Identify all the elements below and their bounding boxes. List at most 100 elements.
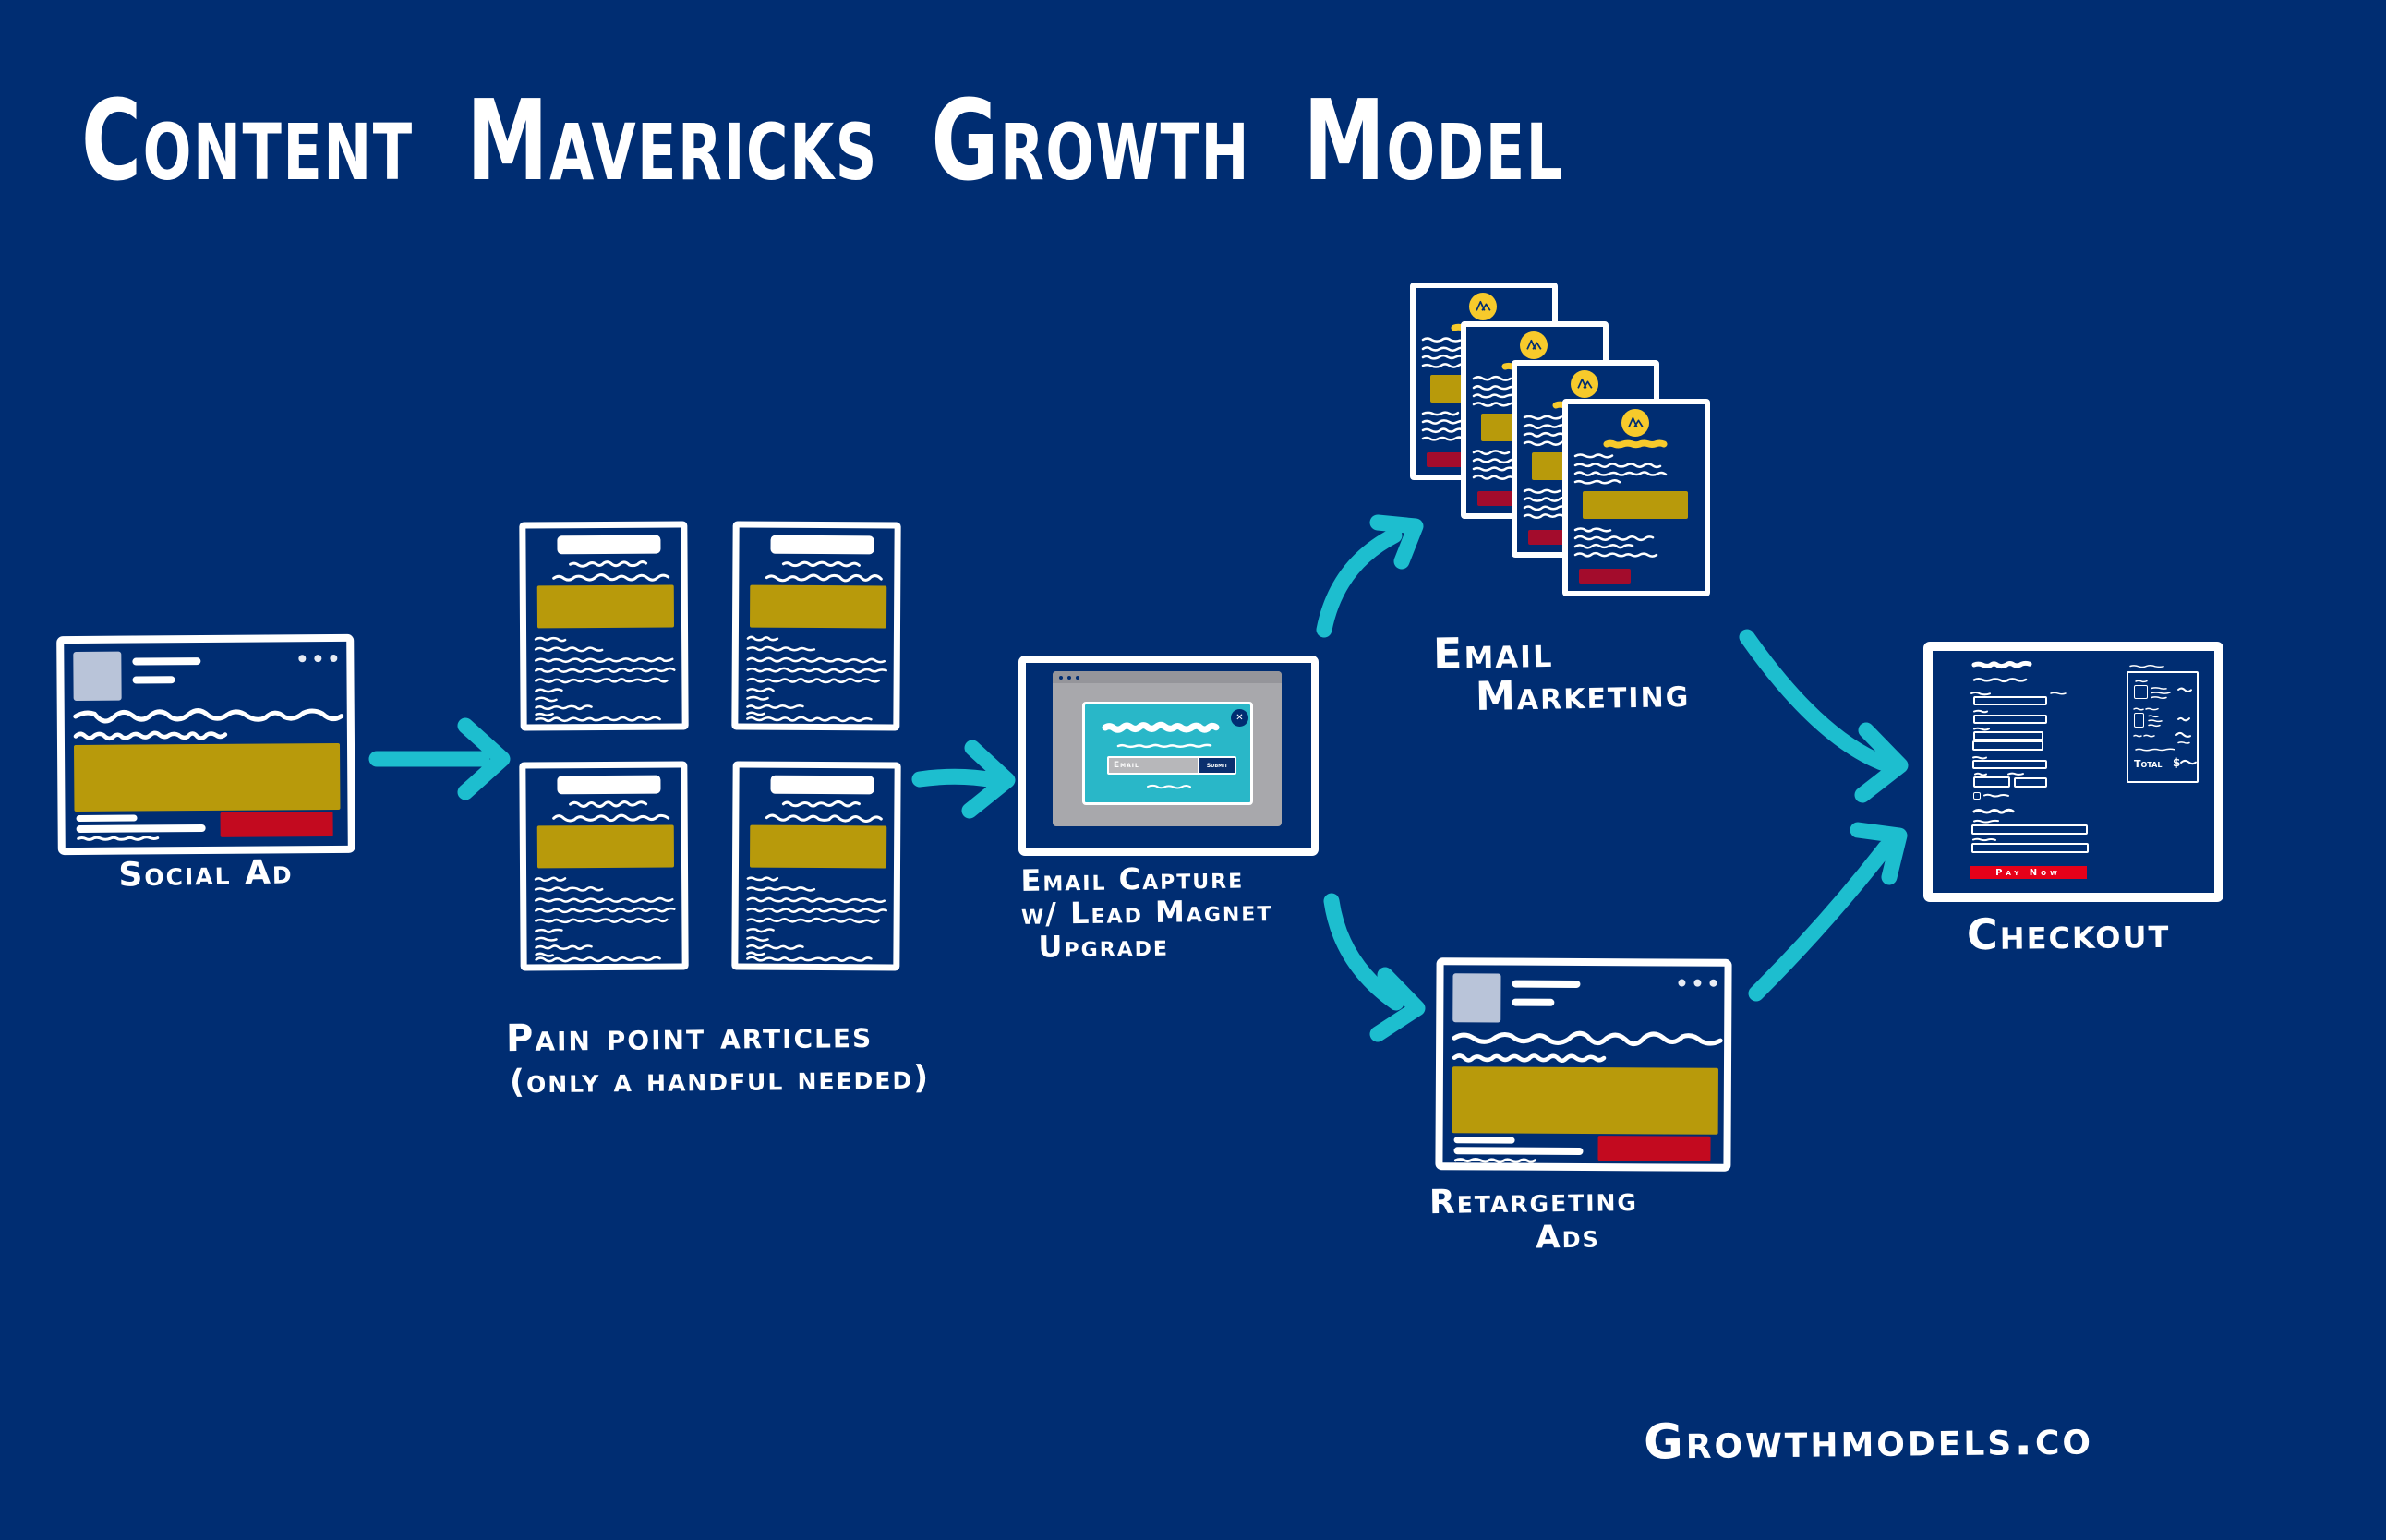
submit-button: Submit [1198, 758, 1235, 773]
text-squiggle [535, 687, 563, 694]
form-field-wide [1971, 824, 2088, 835]
timestamp-line [1512, 998, 1555, 1006]
retargeting-label-2: Ads [1535, 1218, 1601, 1257]
text-squiggle [535, 951, 554, 957]
arrow-email-to-checkout [1739, 629, 1909, 803]
form-field-small [1973, 776, 2010, 788]
article-title-bar [557, 535, 661, 555]
checkout-card: Pay Now Total $ [1923, 642, 2223, 902]
social-ad-body [64, 642, 348, 848]
text-squiggle [746, 695, 769, 703]
text-squiggle [535, 956, 661, 964]
form-field [1973, 731, 2043, 740]
social-ad-label: Social Ad [118, 853, 294, 895]
text-squiggle [1573, 526, 1612, 534]
text-squiggle [1421, 336, 1462, 343]
text-squiggle [535, 677, 669, 685]
text-squiggle [2133, 707, 2144, 711]
pay-now-button: Pay Now [1970, 866, 2087, 879]
email-capture-label: Email Capture w/ Lead Magnet Upgrade [1020, 860, 1273, 965]
text-squiggle [2143, 734, 2155, 738]
text-squiggle [746, 645, 816, 653]
text-squiggle [746, 875, 779, 883]
text-squiggle [746, 716, 873, 724]
window-dot-icon [1059, 675, 1063, 680]
total-amount-squiggle [2180, 759, 2197, 766]
checkbox-label-squiggle [1983, 793, 2009, 798]
text-squiggle [552, 572, 670, 584]
text-squiggle [765, 812, 883, 824]
text-squiggle [746, 885, 816, 893]
close-icon: ✕ [1231, 709, 1248, 727]
summary-title-squiggle [2129, 664, 2164, 668]
email-input: Email [1109, 758, 1198, 773]
field-label-squiggle [1972, 837, 1996, 842]
field-label-squiggle [1973, 727, 1990, 731]
pain-point-article-card [731, 521, 901, 731]
field-label-squiggle [2007, 772, 2024, 776]
text-squiggle [534, 896, 674, 905]
text-squiggle [746, 667, 887, 675]
ad-image-placeholder [1452, 1066, 1718, 1135]
ad-image-placeholder [73, 742, 341, 812]
social-ad-body [1442, 965, 1724, 1164]
window-dot-icon [1076, 675, 1079, 680]
link-subtitle-line [76, 824, 206, 833]
text-squiggle [2151, 692, 2171, 694]
text-squiggle [1573, 470, 1668, 477]
profile-name-line [1512, 980, 1581, 988]
form-field [1973, 715, 2047, 724]
diagram-title: Content Mavericks Growth Model [81, 78, 1564, 207]
form-field [1973, 696, 2047, 705]
text-squiggle [535, 695, 558, 703]
divider-squiggle [2135, 748, 2175, 752]
text-squiggle [1472, 401, 1520, 408]
text-squiggle [1523, 487, 1561, 495]
field-label-squiggle [1973, 819, 1999, 824]
article-image-placeholder [536, 584, 675, 629]
form-field [1972, 760, 2047, 769]
currency-sign: $ [2173, 756, 2181, 769]
text-squiggle [534, 885, 604, 893]
email-form-row: Email Submit [1107, 756, 1236, 775]
text-squiggle [1573, 551, 1658, 559]
arrow-capture-to-email [1316, 514, 1424, 638]
arrow-social-to-articles [368, 717, 511, 800]
pain-point-article-card [519, 521, 689, 731]
text-squiggle [746, 927, 775, 934]
ad-cta-button [1597, 1136, 1711, 1161]
text-squiggle [1523, 414, 1563, 421]
text-squiggle [1453, 1157, 1536, 1163]
text-squiggle [534, 645, 604, 653]
arrow-retarget-to-checkout [1748, 822, 1908, 1002]
article-image-placeholder [536, 824, 675, 869]
articles-sublabel: (only a handful needed) [509, 1059, 931, 1101]
text-squiggle [1573, 462, 1662, 469]
text-squiggle [2148, 724, 2161, 728]
text-squiggle [746, 896, 886, 905]
field-label-squiggle [1973, 709, 1988, 714]
brand-logo-icon [1621, 409, 1649, 437]
text-squiggle [535, 716, 661, 724]
text-squiggle [77, 835, 160, 842]
pain-point-article-card [731, 761, 901, 971]
articles-group [519, 521, 901, 974]
text-squiggle [2135, 680, 2148, 683]
lead-magnet-modal: ✕ Email Submit [1082, 702, 1253, 805]
field-label-squiggle [1974, 772, 1987, 776]
text-squiggle [535, 935, 558, 943]
form-field-wide [1971, 843, 2089, 853]
text-squiggle [535, 927, 563, 934]
email-image-placeholder [1583, 491, 1688, 519]
text-squiggle [2177, 741, 2190, 744]
article-title-bar [557, 775, 661, 795]
text-squiggle [746, 907, 887, 915]
social-ad-card [56, 633, 355, 856]
link-title-line [1453, 1137, 1515, 1144]
profile-name-line [132, 657, 201, 666]
text-squiggle [746, 687, 775, 694]
text-squiggle [1972, 677, 2028, 683]
text-squiggle [746, 704, 804, 711]
brand-logo-icon [1520, 331, 1548, 359]
